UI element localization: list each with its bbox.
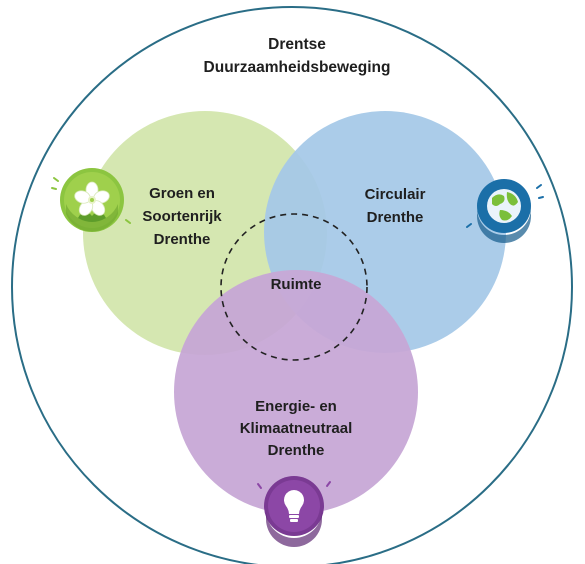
globe-icon <box>466 179 544 243</box>
title-line1: Drentse <box>268 36 326 53</box>
circle-energie <box>174 270 418 514</box>
energie-label-line1: Energie- en <box>255 398 337 415</box>
energie-label-line3: Drenthe <box>268 442 325 459</box>
energie-label-line2: Klimaatneutraal <box>240 420 353 437</box>
groen-label-line2: Soortenrijk <box>142 208 222 225</box>
circulair-label-line1: Circulair <box>365 186 426 203</box>
center-label: Ruimte <box>271 276 322 293</box>
circulair-label-line2: Drenthe <box>367 209 424 226</box>
center-dashed-circle <box>220 213 368 361</box>
groen-label-line3: Drenthe <box>154 231 211 248</box>
flower-icon <box>51 168 131 232</box>
lightbulb-icon <box>257 476 331 547</box>
title-line2: Duurzaamheidsbeweging <box>204 59 391 76</box>
groen-label-line1: Groen en <box>149 185 215 202</box>
